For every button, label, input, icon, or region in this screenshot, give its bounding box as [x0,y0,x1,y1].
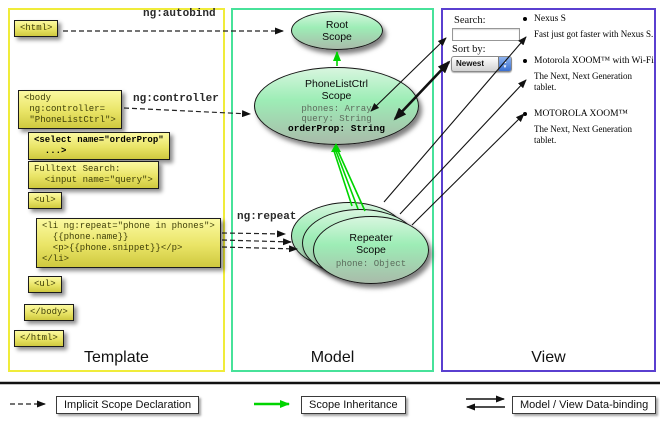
bullet-icon [523,59,527,63]
view-panel-label: View [531,349,566,366]
phonelistctrl-prop-orderprop: orderProp: String [288,123,385,134]
code-ul-open: <ul> [28,192,62,209]
repeater-prop-phone: phone: Object [335,258,407,269]
bullet-icon [523,17,527,21]
ng-repeat-label: ng:repeat [237,211,297,223]
ng-controller-label: ng:controller [133,93,219,105]
code-html-open: <html> [14,20,59,37]
search-label: Search: [454,15,486,26]
model-panel: Model [231,8,434,372]
phone-desc: The Next, Next Generation tablet. [534,124,632,145]
legend-model-view-data-binding: Model / View Data-binding [512,396,657,414]
root-scope-title-line2: Scope [322,30,352,43]
phonelistctrl-title-line1: PhoneListCtrl [304,78,369,90]
code-body-close: </body> [24,304,74,321]
select-stepper-icon: ▲ ▼ [498,57,511,71]
phonelistctrl-title-line2: Scope [321,90,352,102]
legend-implicit-scope-declaration: Implicit Scope Declaration [56,396,200,414]
repeater-title-line1: Repeater [349,231,393,244]
phonelistctrl-prop-query: query: String [301,114,372,124]
template-panel-label: Template [84,349,149,366]
code-body-open: <body ng:controller= "PhoneListCtrl"> [18,90,122,129]
list-item: Motorola XOOM™ with Wi-Fi The Next, Next… [523,55,655,93]
sort-select-value: Newest [456,59,485,68]
code-li-repeat: <li ng:repeat="phone in phones"> {{phone… [36,218,221,268]
code-fulltext-search: Fulltext Search: <input name="query"> [28,161,159,189]
legend-scope-inheritance: Scope Inheritance [301,396,406,414]
sort-by-label: Sort by: [452,44,486,55]
phone-list: Nexus S Fast just got faster with Nexus … [523,13,655,161]
ng-autobind-label: ng:autobind [143,8,216,20]
phone-desc: The Next, Next Generation tablet. [534,71,632,92]
phone-title: Motorola XOOM™ with Wi-Fi [534,56,654,66]
root-scope-title-line1: Root [325,18,349,31]
phonelistctrl-prop-phones: phones: Array [301,104,372,114]
phone-desc: Fast just got faster with Nexus S. [534,29,654,39]
root-scope-ellipse: Root Scope [291,11,383,50]
stepper-down-icon: ▼ [502,64,508,69]
phone-title: MOTOROLA XOOM™ [534,109,628,119]
repeater-title-line2: Scope [356,243,386,256]
search-input[interactable] [452,28,520,41]
list-item: Nexus S Fast just got faster with Nexus … [523,13,655,40]
code-ul-close: <ul> [28,276,62,293]
repeater-scope-ellipse: Repeater Scope phone: Object [313,216,429,284]
model-panel-label: Model [310,349,355,366]
bullet-icon [523,112,527,116]
code-select: <select name="orderProp" ...> [28,132,170,160]
phonelistctrl-scope-ellipse: PhoneListCtrl Scope phones: Array query:… [254,67,419,145]
code-html-close: </html> [14,330,64,347]
phone-title: Nexus S [534,14,566,24]
list-item: MOTOROLA XOOM™ The Next, Next Generation… [523,108,655,146]
sort-select[interactable]: Newest ▲ ▼ [451,56,512,72]
